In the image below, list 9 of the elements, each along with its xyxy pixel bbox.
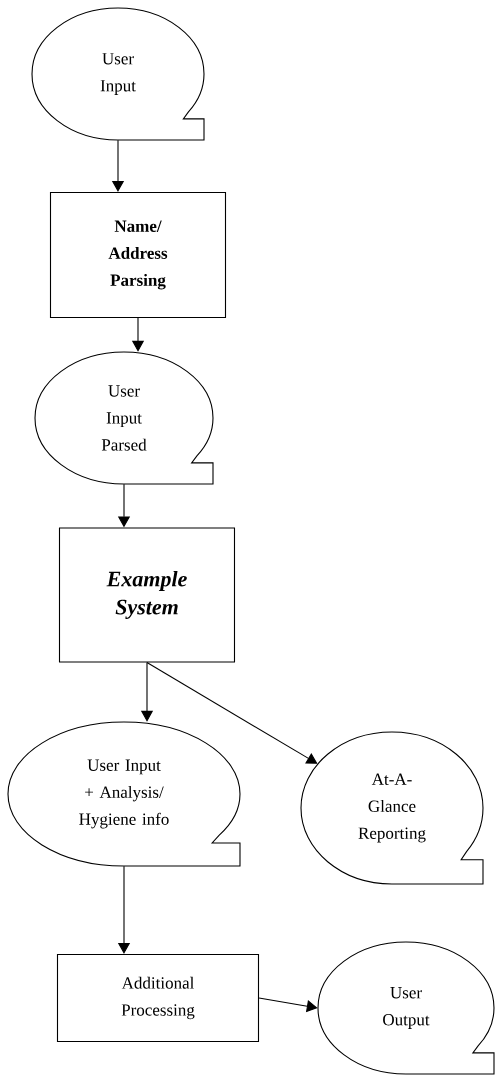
data-bubble: User Input (31, 7, 205, 141)
data-bubble: User Input + Analysis/ Hygiene info (7, 721, 241, 867)
data-bubble: User Input Parsed (34, 351, 214, 485)
data-bubble: User Output (317, 941, 495, 1075)
data-bubble: At-A-Glance Reporting (300, 731, 484, 885)
process-box: Name/ Address Parsing (49, 191, 227, 319)
arrow (146, 662, 318, 764)
process-box: Additional Processing (56, 953, 260, 1043)
process-box: Example System (58, 527, 236, 663)
